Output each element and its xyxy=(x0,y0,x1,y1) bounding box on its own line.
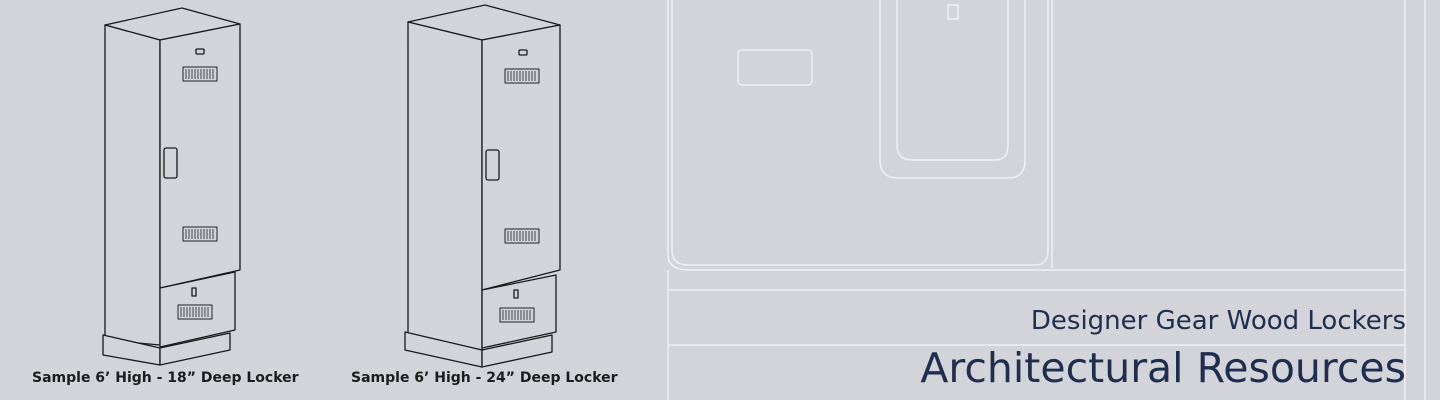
locker-24-caption: Sample 6’ High - 24” Deep Locker xyxy=(351,370,618,386)
banner-title: Architectural Resources xyxy=(920,344,1406,392)
locker-24-deep xyxy=(404,4,561,368)
locker-18-caption: Sample 6’ High - 18” Deep Locker xyxy=(32,370,299,386)
banner-subtitle: Designer Gear Wood Lockers xyxy=(1030,306,1406,336)
locker-18-deep xyxy=(102,7,241,366)
